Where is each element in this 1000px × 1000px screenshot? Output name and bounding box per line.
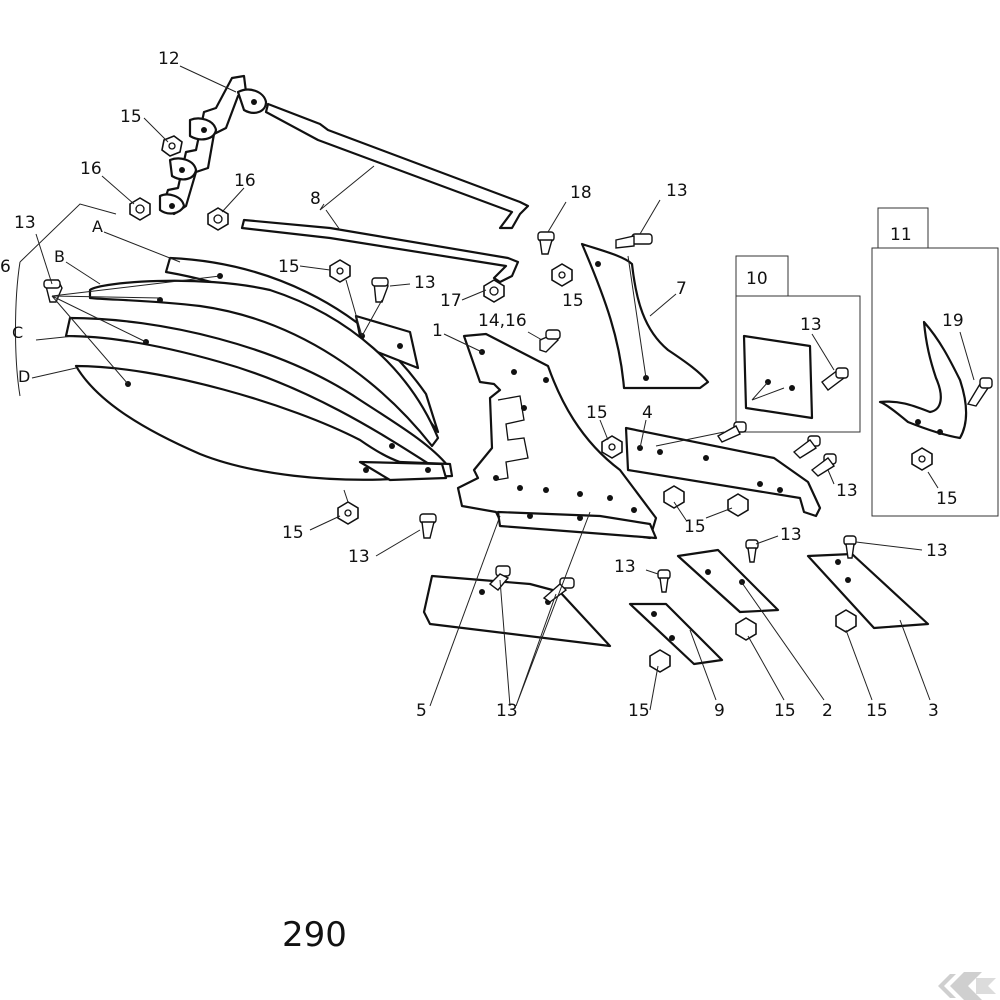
callout-7: 7	[676, 279, 687, 299]
brand-logo	[938, 972, 996, 1000]
callout-14-16: 14,16	[478, 311, 527, 331]
rod-upper-part-8	[264, 102, 530, 230]
bolt-13-7	[615, 233, 653, 249]
callout-13: 13	[496, 701, 518, 721]
callout-16: 16	[234, 171, 256, 191]
bolts-13-4	[716, 421, 837, 477]
callout-16: 16	[80, 159, 102, 179]
callout-15: 15	[684, 517, 706, 537]
bolt-13-left	[43, 279, 63, 303]
nut-15-4b	[663, 485, 749, 517]
callout-15: 15	[282, 523, 304, 543]
callout-15: 15	[586, 403, 608, 423]
callout-5: 5	[416, 701, 427, 721]
point-part-9	[628, 569, 724, 673]
bolt-18	[537, 231, 555, 255]
callout-13: 13	[780, 525, 802, 545]
callout-15: 15	[628, 701, 650, 721]
callout-17: 17	[440, 291, 462, 311]
callout-2: 2	[822, 701, 833, 721]
callout-B: B	[54, 247, 65, 266]
callout-9: 9	[714, 701, 725, 721]
callout-19: 19	[942, 311, 964, 331]
rod-lower-part-8	[240, 218, 520, 284]
bolt-14-16	[539, 329, 561, 353]
nut-15-bottom	[337, 501, 359, 525]
nut-16-right	[207, 207, 229, 231]
callout-13: 13	[348, 547, 370, 567]
callout-3: 3	[928, 701, 939, 721]
callout-12: 12	[158, 49, 180, 69]
callout-D: D	[18, 367, 30, 386]
page-number: 290	[282, 915, 347, 955]
callout-13: 13	[836, 481, 858, 501]
box-part-10	[735, 255, 861, 433]
callout-15: 15	[936, 489, 958, 509]
share-part-5	[422, 574, 612, 648]
callout-13: 13	[614, 557, 636, 577]
callout-13: 13	[800, 315, 822, 335]
callout-15: 15	[278, 257, 300, 277]
landside-part-4	[624, 426, 822, 518]
nut-16-left	[129, 197, 151, 221]
callout-A: A	[92, 217, 103, 236]
callout-1: 1	[432, 321, 443, 341]
callout-15: 15	[774, 701, 796, 721]
bracket-part-12	[158, 74, 268, 216]
callout-13: 13	[14, 213, 36, 233]
callout-C: C	[12, 323, 23, 342]
callout-13: 13	[666, 181, 688, 201]
callout-11: 11	[890, 225, 912, 245]
callout-6: 6	[0, 257, 11, 277]
leader-lines	[15, 65, 975, 711]
callout-13: 13	[414, 273, 436, 293]
callout-13: 13	[926, 541, 948, 561]
nut-17	[483, 279, 505, 303]
callout-18: 18	[570, 183, 592, 203]
mouldboard-strip-D	[74, 364, 454, 482]
callout-10: 10	[746, 269, 768, 289]
body-part-1	[456, 332, 658, 540]
point-part-2	[676, 539, 780, 641]
point-part-3	[806, 535, 930, 633]
callout-15: 15	[866, 701, 888, 721]
callout-15: 15	[562, 291, 584, 311]
callout-8: 8	[310, 189, 321, 209]
bolt-13-mid	[371, 277, 389, 303]
nut-15-18	[551, 263, 573, 287]
callout-15: 15	[120, 107, 142, 127]
box-part-11	[871, 207, 999, 517]
nut-15-mid	[329, 259, 351, 283]
callout-4: 4	[642, 403, 653, 423]
shin-part-7	[580, 242, 710, 390]
bolt-13-bottom	[419, 513, 437, 539]
callout-labels: 12 15 16 16 8 6 13 A B C D 15 13 17 1 14…	[0, 49, 964, 721]
nut-15-4	[601, 435, 623, 459]
